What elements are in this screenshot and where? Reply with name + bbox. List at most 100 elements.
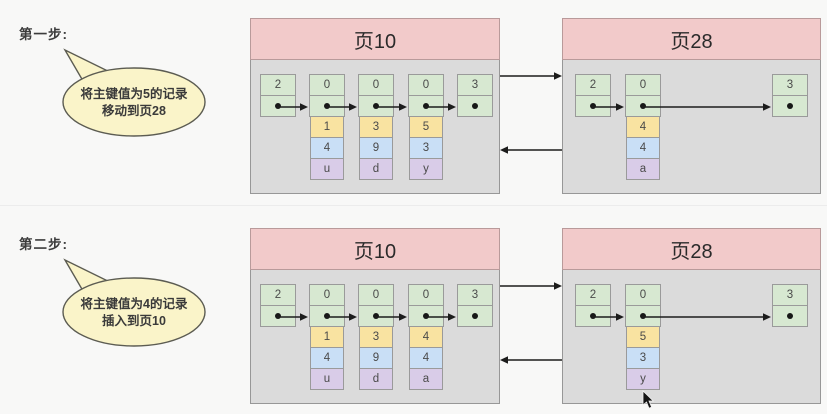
page-header: 页10 <box>250 228 500 270</box>
link-arrow-head <box>500 356 508 364</box>
record-pointer-dot <box>373 313 379 319</box>
record-field-cell: 1 <box>310 116 344 138</box>
record-field-cell: d <box>359 158 393 180</box>
record-pointer-dot <box>324 103 330 109</box>
record-field-cell: 4 <box>310 347 344 369</box>
record-field-cell: 3 <box>359 326 393 348</box>
record-pointer-cell <box>772 95 808 117</box>
record-field-cell: u <box>310 368 344 390</box>
record-pointer-dot <box>787 313 793 319</box>
bubble-line-1: 将主键值为5的记录 <box>80 87 188 101</box>
record-pointer-cell <box>575 305 611 327</box>
record-pointer-cell <box>358 95 394 117</box>
record-header-cell: 2 <box>260 74 296 96</box>
record-pointer-cell <box>625 305 661 327</box>
record-field-cell: 9 <box>359 137 393 159</box>
record-field-cell: 4 <box>310 137 344 159</box>
record-field-cell: 4 <box>409 326 443 348</box>
record-pointer-cell <box>575 95 611 117</box>
record-pointer-cell <box>457 305 493 327</box>
speech-bubble-text: 将主键值为5的记录 移动到页28 <box>63 86 205 120</box>
record-field-cell: 1 <box>310 326 344 348</box>
record-pointer-dot <box>590 313 596 319</box>
record-pointer-dot <box>275 103 281 109</box>
record-field-cell: y <box>409 158 443 180</box>
record-field-cell: 4 <box>409 347 443 369</box>
record-header-cell: 3 <box>457 74 493 96</box>
link-arrow-head <box>500 146 508 154</box>
record-field-cell: 3 <box>359 116 393 138</box>
record-header-cell: 2 <box>575 74 611 96</box>
record-pointer-cell <box>408 305 444 327</box>
record-header-cell: 2 <box>575 284 611 306</box>
step-divider <box>0 205 827 206</box>
record-header-cell: 3 <box>772 74 808 96</box>
speech-bubble-shape <box>62 258 206 347</box>
record-header-cell: 3 <box>457 284 493 306</box>
mouse-pointer-icon <box>642 390 655 409</box>
step-1-label: 第一步: <box>19 27 68 42</box>
bubble-line-2: 插入到页10 <box>102 314 166 328</box>
record-field-cell: 4 <box>626 116 660 138</box>
record-header-cell: 3 <box>772 284 808 306</box>
speech-bubble: 将主键值为5的记录 移动到页28 <box>50 40 210 140</box>
record-pointer-dot <box>324 313 330 319</box>
record-header-cell: 0 <box>358 284 394 306</box>
record-header-cell: 0 <box>625 74 661 96</box>
record-field-cell: 3 <box>626 347 660 369</box>
record-pointer-dot <box>423 103 429 109</box>
record-pointer-cell <box>772 305 808 327</box>
page-header: 页28 <box>562 228 821 270</box>
record-header-cell: 0 <box>358 74 394 96</box>
record-pointer-cell <box>358 305 394 327</box>
record-pointer-cell <box>260 95 296 117</box>
record-column: 3 <box>457 284 493 327</box>
record-pointer-cell <box>457 95 493 117</box>
speech-bubble: 将主键值为4的记录 插入到页10 <box>50 250 210 350</box>
record-column: 2 <box>260 74 296 117</box>
record-pointer-dot <box>590 103 596 109</box>
link-arrow-head <box>554 72 562 80</box>
link-arrow-head <box>554 282 562 290</box>
bubble-line-1: 将主键值为4的记录 <box>80 297 188 311</box>
bubble-line-2: 移动到页28 <box>102 104 166 118</box>
record-pointer-cell <box>309 95 345 117</box>
record-field-cell: a <box>409 368 443 390</box>
record-field-cell: d <box>359 368 393 390</box>
record-pointer-dot <box>423 313 429 319</box>
record-column: 3 <box>772 284 808 327</box>
record-header-cell: 2 <box>260 284 296 306</box>
record-column: 2 <box>260 284 296 327</box>
record-pointer-dot <box>472 313 478 319</box>
record-header-cell: 0 <box>408 74 444 96</box>
record-pointer-dot <box>640 103 646 109</box>
record-field-cell: 3 <box>409 137 443 159</box>
speech-bubble-text: 将主键值为4的记录 插入到页10 <box>63 296 205 330</box>
record-pointer-cell <box>408 95 444 117</box>
record-pointer-dot <box>275 313 281 319</box>
record-column: 2 <box>575 284 611 327</box>
record-field-cell: a <box>626 158 660 180</box>
record-pointer-dot <box>787 103 793 109</box>
step-2-label: 第二步: <box>19 237 68 252</box>
record-pointer-cell <box>309 305 345 327</box>
record-field-cell: 5 <box>626 326 660 348</box>
page-title: 页10 <box>353 30 397 53</box>
page-title: 页28 <box>670 30 713 53</box>
record-field-cell: 9 <box>359 347 393 369</box>
record-header-cell: 0 <box>408 284 444 306</box>
